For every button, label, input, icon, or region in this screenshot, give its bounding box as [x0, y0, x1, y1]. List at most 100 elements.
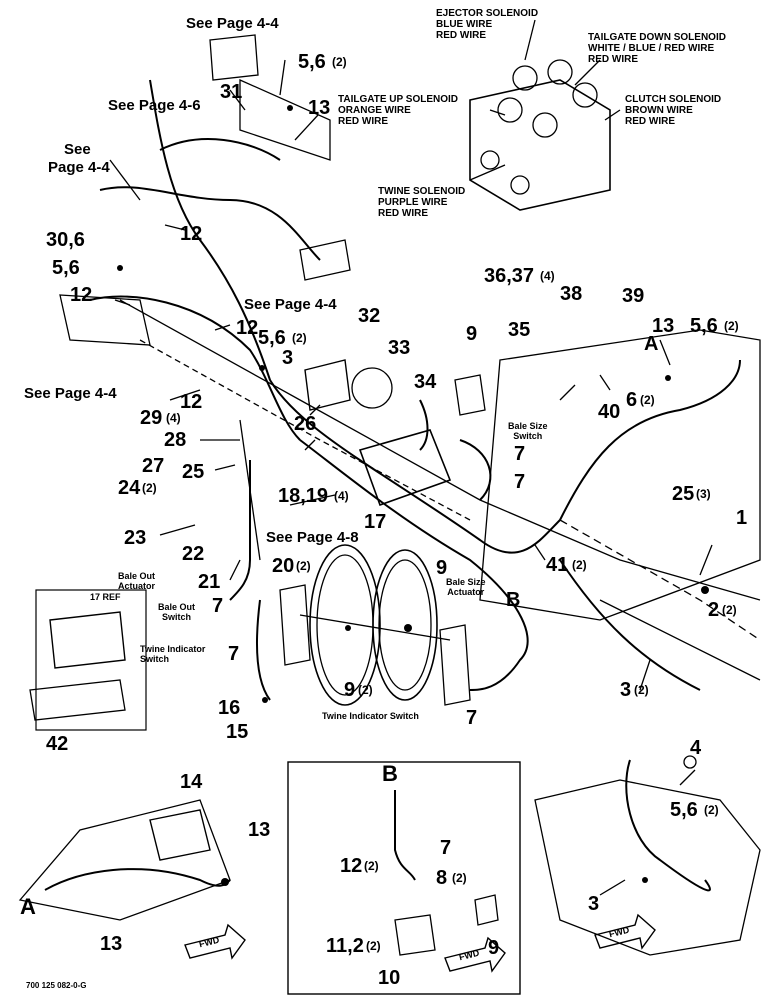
bale-out-actuator-label: Bale Out Actuator [118, 571, 156, 591]
callout-36-37: 36,37 [484, 265, 535, 287]
callout-9-inset: 9 [488, 937, 500, 959]
bracket-32 [299, 239, 351, 281]
callout-34: 34 [414, 371, 437, 393]
callout-7-c: 7 [212, 595, 224, 617]
callout-13-right: 13 [652, 315, 675, 337]
callout-13-top: 13 [308, 97, 331, 119]
callout-39: 39 [622, 285, 645, 307]
callout-3-mid: 3 [282, 347, 294, 369]
qty-20: (2) [296, 559, 311, 573]
qty-2: (2) [722, 603, 737, 617]
callout-9-a: 9 [466, 323, 478, 345]
callout-14: 14 [180, 771, 203, 793]
qty-6: (2) [640, 393, 655, 407]
callout-23: 23 [124, 527, 147, 549]
see-label: See [64, 141, 91, 158]
callout-22: 22 [182, 543, 205, 565]
callout-27: 27 [142, 455, 165, 477]
callout-40: 40 [598, 401, 621, 423]
callout-41: 41 [546, 554, 569, 576]
callout-28: 28 [164, 429, 187, 451]
inset-17-ref [35, 589, 147, 731]
bale-size-switch-label: Bale Size Switch [508, 421, 548, 441]
fwd-arrow-2 [444, 936, 506, 973]
right-frame-body [479, 329, 761, 621]
drawing-number: 700 125 082-0-G [26, 981, 87, 990]
bale-size-actuator-label: Bale Size Actuator [446, 577, 486, 597]
bale-out-switch-label: Bale Out Switch [158, 602, 196, 622]
callout-29: 29 [140, 407, 163, 429]
callout-12-a: 12 [180, 223, 203, 245]
callout-12-inset: 12 [340, 855, 363, 877]
twine-indicator-switch-left-label: Twine Indicator Switch [140, 644, 206, 664]
ejector-solenoid-caption: EJECTOR SOLENOID BLUE WIRE RED WIRE [436, 8, 539, 41]
callout-18-19: 18,19 [278, 485, 329, 507]
callout-17: 17 [364, 511, 387, 533]
callout-7-inset: 7 [440, 837, 452, 859]
see-page-4-4-top: See Page 4-4 [186, 15, 279, 32]
qty-41: (2) [572, 558, 587, 572]
match-letter-a-right: A [644, 333, 659, 355]
see-page-4-4-mid: See Page 4-4 [244, 296, 337, 313]
see-page-4-4-left: Page 4-4 [48, 159, 110, 176]
twine-indicator-switch-bottom-label: Twine Indicator Switch [322, 711, 419, 721]
main-frame-line [119, 299, 761, 601]
callout-25-left: 25 [182, 461, 205, 483]
main-harness [149, 79, 561, 554]
match-letter-b: B [506, 589, 521, 611]
callout-3-right: 3 [620, 679, 632, 701]
callout-5-6-mid: 5,6 [258, 327, 286, 349]
qty-9-c: (2) [358, 683, 373, 697]
ref-17-label: 17 REF [90, 592, 121, 602]
fwd-arrow-1 [184, 923, 246, 960]
callout-9-c: 9 [344, 679, 356, 701]
fwd-arrow-3 [594, 913, 656, 950]
qty-11-2: (2) [366, 939, 381, 953]
callout-6: 6 [626, 389, 638, 411]
qty-5-6-top: (2) [332, 55, 347, 69]
qty-29: (4) [166, 411, 181, 425]
qty-5-6-right: (2) [724, 319, 739, 333]
callout-42: 42 [46, 733, 69, 755]
callout-7-a: 7 [514, 443, 526, 465]
callout-26: 26 [294, 413, 317, 435]
callout-32: 32 [358, 305, 381, 327]
qty-25-right: (3) [696, 487, 711, 501]
see-page-4-6: See Page 4-6 [108, 97, 201, 114]
callout-15: 15 [226, 721, 249, 743]
callout-5-6-inset: 5,6 [670, 799, 698, 821]
callout-35: 35 [508, 319, 531, 341]
callout-5-6-left: 5,6 [52, 257, 80, 279]
match-letter-b-inset: B [382, 761, 398, 786]
callout-10: 10 [378, 967, 401, 989]
callout-5-6-right: 5,6 [690, 315, 718, 337]
callout-24: 24 [118, 477, 141, 499]
qty-3-right: (2) [634, 683, 649, 697]
callout-2: 2 [708, 599, 720, 621]
callout-25-right: 25 [672, 483, 695, 505]
match-letter-a-inset: A [20, 894, 36, 919]
callout-31: 31 [220, 81, 243, 103]
control-box [358, 429, 452, 507]
callout-30-6: 30,6 [46, 229, 85, 251]
qty-12-inset: (2) [364, 859, 379, 873]
callout-20: 20 [272, 555, 295, 577]
inset-b [287, 761, 521, 995]
callout-38: 38 [560, 283, 583, 305]
callout-13-inset-a: 13 [248, 819, 271, 841]
qty-18-19: (4) [334, 489, 349, 503]
callout-9-b: 9 [436, 557, 448, 579]
callout-7-d: 7 [228, 643, 240, 665]
callout-12-c: 12 [236, 317, 259, 339]
tailgate-down-solenoid-caption: TAILGATE DOWN SOLENOID WHITE / BLUE / RE… [588, 32, 726, 65]
twine-disc-left [309, 544, 381, 706]
callout-12-d: 12 [180, 391, 203, 413]
callout-7-e: 7 [466, 707, 478, 729]
twine-disc-right [372, 549, 438, 701]
qty-5-6-mid: (2) [292, 331, 307, 345]
callout-5-6-top: 5,6 [298, 51, 326, 73]
qty-5-6-inset: (2) [704, 803, 719, 817]
qty-8: (2) [452, 871, 467, 885]
